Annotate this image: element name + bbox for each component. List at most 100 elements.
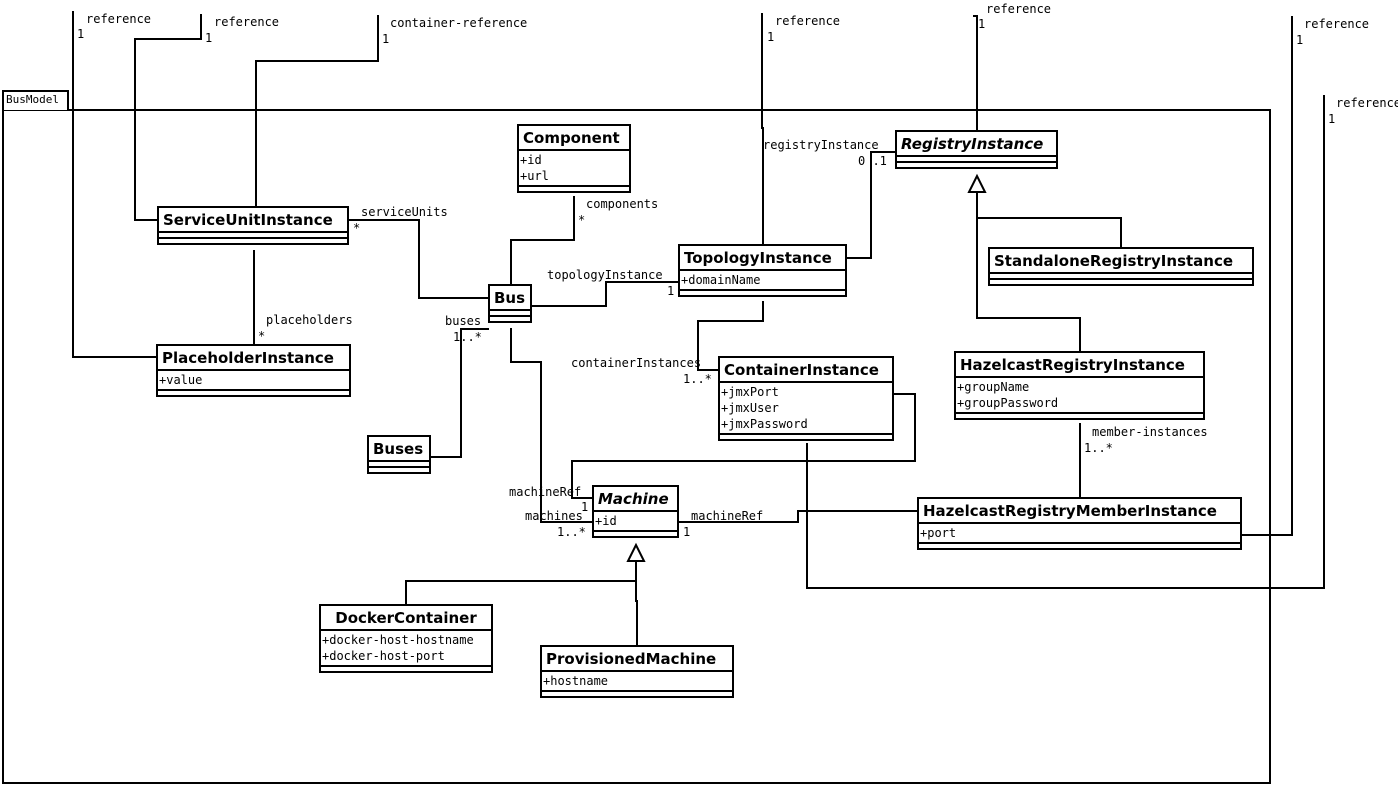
class-name: Bus	[494, 289, 526, 307]
reference-label: reference	[1336, 96, 1398, 110]
multiplicity-label: 0 .1	[858, 154, 887, 168]
class-component[interactable]: Component +id +url	[517, 124, 631, 193]
attribute: +docker-host-port	[322, 649, 445, 663]
class-name: HazelcastRegistryInstance	[960, 356, 1185, 374]
class-provisioned-machine[interactable]: ProvisionedMachine +hostname	[540, 645, 734, 698]
class-buses[interactable]: Buses	[367, 435, 431, 474]
assoc-components	[510, 196, 575, 285]
class-topology-instance[interactable]: TopologyInstance +domainName	[678, 244, 847, 297]
class-name: TopologyInstance	[684, 249, 832, 267]
class-operations	[594, 530, 677, 536]
assoc-buses	[431, 328, 489, 458]
class-hazelcast-registry-member-instance[interactable]: HazelcastRegistryMemberInstance +port	[917, 497, 1242, 550]
class-attributes	[897, 155, 1056, 161]
class-operations	[321, 665, 491, 671]
assoc-machine-ref-right	[679, 510, 918, 523]
class-registry-instance[interactable]: RegistryInstance	[895, 130, 1058, 169]
multiplicity-label: 1	[1328, 112, 1336, 126]
gen-docker	[405, 580, 636, 604]
class-attributes: +groupName +groupPassword	[956, 376, 1203, 412]
class-operations	[956, 412, 1203, 418]
gen-provisioned	[635, 561, 638, 645]
role-label: machineRef	[509, 485, 582, 499]
class-name: ProvisionedMachine	[546, 650, 717, 668]
class-attributes: +hostname	[542, 670, 732, 690]
multiplicity-label: 1..*	[453, 330, 482, 344]
class-attributes	[159, 231, 347, 237]
multiplicity-label: 1	[77, 27, 85, 41]
attribute: +url	[520, 169, 549, 183]
class-attributes: +domainName	[680, 269, 845, 289]
ref-line-serviceunit	[134, 14, 202, 221]
multiplicity-label: *	[578, 213, 586, 227]
ref-line-container	[806, 95, 1325, 589]
class-operations	[680, 289, 845, 295]
class-attributes: +port	[919, 522, 1240, 542]
class-operations	[919, 542, 1240, 548]
class-operations	[542, 690, 732, 696]
class-name: DockerContainer	[335, 609, 477, 627]
multiplicity-label: 1	[683, 525, 691, 539]
class-machine[interactable]: Machine +id	[592, 485, 679, 538]
class-container-instance[interactable]: ContainerInstance +jmxPort +jmxUser +jmx…	[718, 356, 894, 441]
role-label: registryInstance	[763, 138, 879, 152]
multiplicity-label: 1..*	[1084, 441, 1113, 455]
reference-label: reference	[1304, 17, 1370, 31]
multiplicity-label: 1	[667, 284, 675, 298]
class-operations	[159, 237, 347, 243]
package-tab: BusModel	[2, 90, 69, 110]
class-service-unit-instance[interactable]: ServiceUnitInstance	[157, 206, 349, 245]
role-label: buses	[445, 314, 482, 328]
class-bus[interactable]: Bus	[488, 284, 532, 323]
attribute: +hostname	[543, 674, 609, 688]
gen-standalone	[977, 217, 1122, 247]
assoc-machines	[510, 328, 593, 523]
attribute: +port	[920, 526, 957, 540]
multiplicity-label: 1..*	[683, 372, 712, 386]
assoc-service-units	[349, 219, 489, 299]
assoc-topology	[532, 281, 679, 307]
class-name: Component	[523, 129, 620, 147]
multiplicity-label: *	[353, 221, 361, 235]
inherit-arrow-machine	[626, 542, 646, 562]
assoc-registry	[847, 151, 896, 259]
attribute: +docker-host-hostname	[322, 633, 474, 647]
reference-label: reference	[214, 15, 280, 29]
class-hazelcast-registry-instance[interactable]: HazelcastRegistryInstance +groupName +gr…	[954, 351, 1205, 420]
class-operations	[897, 161, 1056, 167]
class-name: ServiceUnitInstance	[163, 211, 333, 229]
role-label: topologyInstance	[547, 268, 663, 282]
multiplicity-label: *	[258, 329, 266, 343]
class-attributes: +id	[594, 510, 677, 530]
class-standalone-registry-instance[interactable]: StandaloneRegistryInstance	[988, 247, 1254, 286]
reference-label: reference	[775, 14, 841, 28]
class-operations	[519, 185, 629, 191]
attribute: +jmxPassword	[721, 417, 808, 431]
role-label: components	[586, 197, 659, 211]
attribute: +id	[520, 153, 542, 167]
assoc-container-instances	[697, 301, 764, 371]
role-label: machineRef	[691, 509, 764, 523]
class-operations	[990, 278, 1252, 284]
class-operations	[490, 315, 530, 321]
class-operations	[720, 433, 892, 439]
inherit-arrow-registry	[967, 173, 987, 193]
multiplicity-label: 1..*	[557, 525, 586, 539]
attribute: +groupName	[957, 380, 1030, 394]
class-name: PlaceholderInstance	[162, 349, 334, 367]
class-docker-container[interactable]: DockerContainer +docker-host-hostname +d…	[319, 604, 493, 673]
class-name: StandaloneRegistryInstance	[994, 252, 1234, 270]
ref-line-member	[1242, 16, 1293, 536]
ref-line-topology	[761, 13, 764, 244]
container-ref-line	[255, 15, 379, 207]
class-operations	[369, 466, 429, 472]
class-placeholder-instance[interactable]: PlaceholderInstance +value	[156, 344, 351, 397]
attribute: +value	[159, 373, 203, 387]
ref-line-registry	[973, 15, 978, 131]
class-attributes: +jmxPort +jmxUser +jmxPassword	[720, 381, 892, 433]
multiplicity-label: 1	[205, 31, 213, 45]
class-operations	[158, 389, 349, 395]
container-reference-label: container-reference	[390, 16, 528, 30]
role-label: placeholders	[266, 313, 353, 327]
